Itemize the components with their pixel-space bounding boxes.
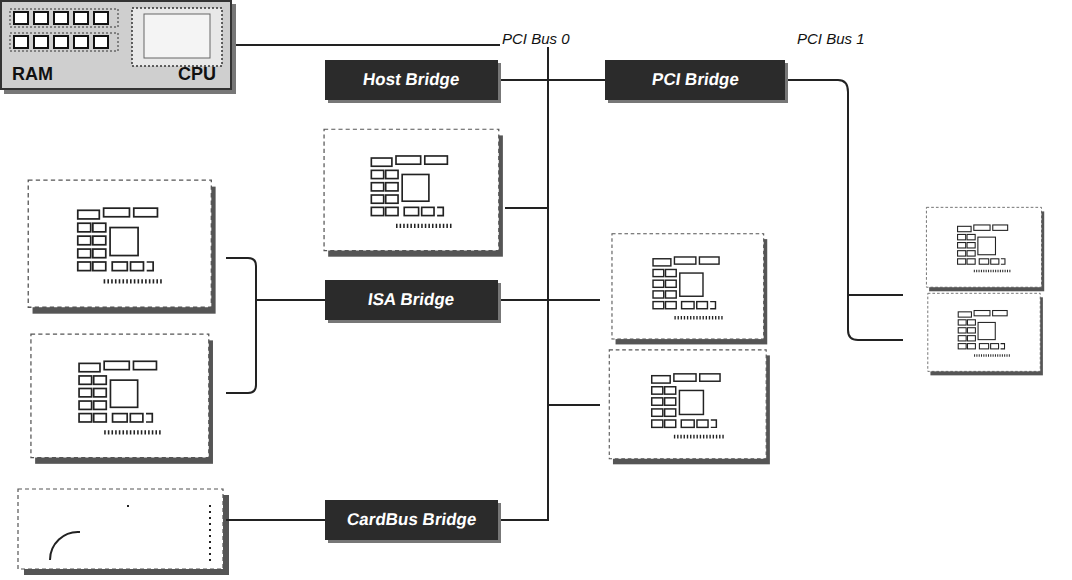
system-box: RAM CPU — [0, 0, 232, 90]
bus-line — [498, 80, 548, 520]
box-label: PCI Bridge — [650, 70, 740, 90]
part-label: RAM — [12, 64, 53, 85]
bus-label: PCI Bus 0 — [500, 30, 572, 47]
box-label: ISA Bridge — [367, 290, 456, 310]
bridge-box: Host Bridge — [325, 60, 498, 100]
box-label: CardBus Bridge — [345, 510, 477, 530]
bus-label: PCI Bus 1 — [795, 30, 867, 47]
bus-line — [498, 80, 548, 300]
bridge-box: ISA Bridge — [325, 280, 498, 320]
bridge-box: CardBus Bridge — [325, 500, 498, 540]
box-label: Host Bridge — [362, 70, 461, 90]
bridge-box: PCI Bridge — [605, 60, 785, 100]
part-label: CPU — [178, 64, 216, 85]
